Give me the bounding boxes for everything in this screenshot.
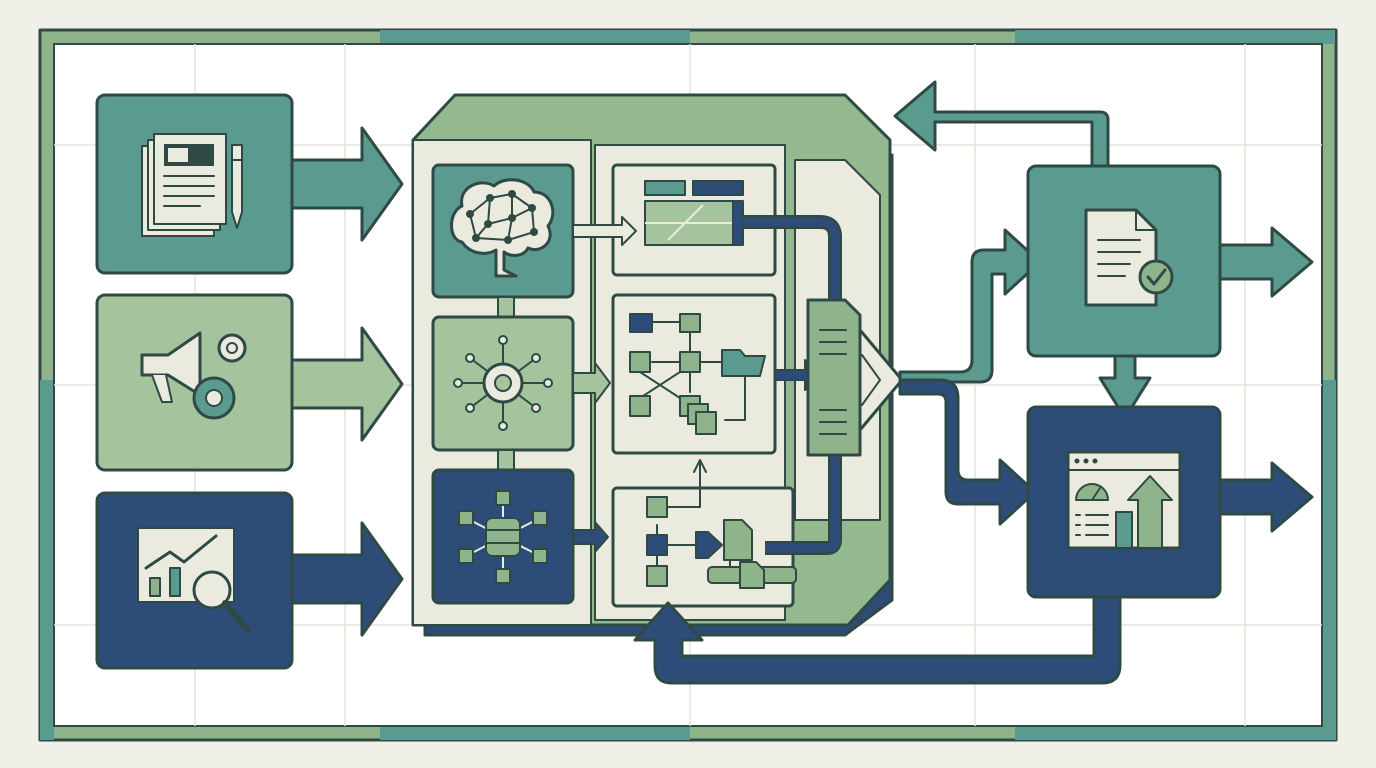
- database-network-icon: [458, 490, 548, 584]
- dashboard-growth-icon: [1066, 450, 1182, 550]
- brain-network-icon: [450, 178, 555, 278]
- module-connector: [497, 449, 515, 471]
- document-check-icon: [1084, 208, 1174, 307]
- arrow-document-to-dashboard: [1098, 354, 1152, 420]
- gear-hub-icon: [453, 335, 553, 431]
- arrow-feedback-top: [893, 80, 1110, 168]
- doc-icon-small: [723, 519, 753, 561]
- documents-pen-icon: [141, 133, 243, 237]
- folder-icon: [721, 349, 766, 377]
- arrow-engine-to-dashboard: [898, 378, 1037, 526]
- pipeline-panel: [611, 459, 797, 608]
- output-dashboard-tile: [1026, 405, 1314, 599]
- arrow-engine-to-document: [898, 228, 1042, 384]
- arrow-database-to-pipeline: [572, 521, 609, 553]
- module-connector: [497, 296, 515, 318]
- input-marketing-tile: [95, 293, 404, 472]
- megaphone-gears-icon: [140, 331, 247, 420]
- module-database: [431, 468, 575, 605]
- arrow-analytics-to-engine: [290, 521, 404, 637]
- table-mapping-panel: [572, 163, 777, 277]
- chart-magnifier-icon: [137, 527, 251, 633]
- workflow-panel: [611, 293, 777, 455]
- arrow-document-out: [1218, 226, 1314, 298]
- output-document-tile: [893, 80, 1314, 420]
- input-documents-tile: [95, 93, 404, 275]
- arrow-feedback-loop: [633, 595, 1122, 685]
- arrow-hub-to-workflow: [572, 362, 611, 404]
- module-hub: [431, 315, 575, 452]
- module-ai-brain: [431, 163, 575, 299]
- central-engine: [411, 93, 904, 637]
- arrow-marketing-to-engine: [290, 326, 404, 442]
- arrow-documents-to-engine: [290, 126, 404, 242]
- arrow-brain-to-table: [572, 216, 637, 246]
- engine-output-doc: [806, 298, 904, 457]
- input-analytics-tile: [95, 491, 404, 670]
- arrow-dashboard-out: [1218, 461, 1314, 533]
